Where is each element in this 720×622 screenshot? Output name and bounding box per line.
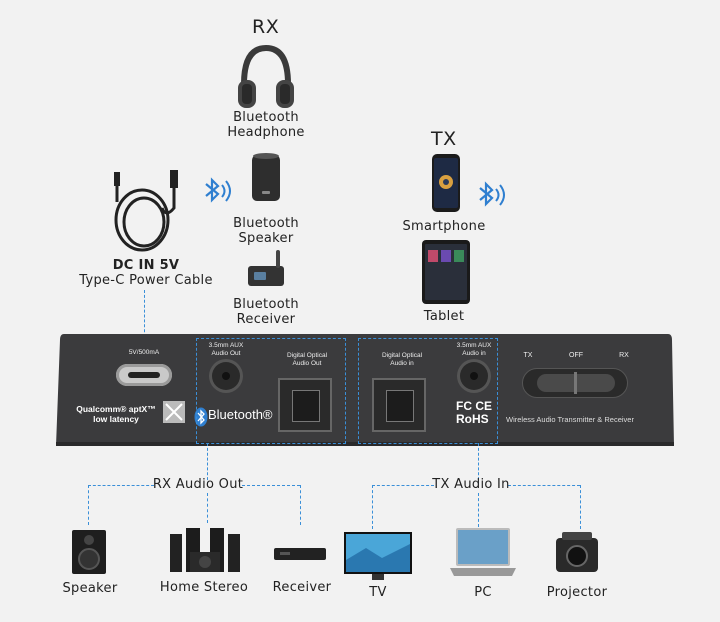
switch-tx-label: TX [523,352,533,359]
rx-port-group [196,338,346,444]
type-c-port [116,364,172,386]
tablet-label: Tablet [423,309,465,324]
pc-icon [450,528,516,576]
output-speaker-label: Speaker [62,581,118,596]
switch-off-label: OFF [569,352,583,359]
projector-icon [556,532,598,572]
bluetooth-receiver-label: Bluetooth Receiver [233,297,299,327]
smartphone-label: Smartphone [402,219,486,234]
usb-cable-icon [114,170,178,252]
optical-out-port [278,378,332,432]
bluetooth-signal-icon [479,181,505,207]
bluetooth-logo-icon [194,407,208,427]
aux-in-jack [460,362,488,390]
tablet-icon [422,240,470,304]
qualcomm-label: Qualcomm® aptX™ low latency [76,404,156,424]
power-subtitle: Type-C Power Cable [79,273,213,288]
smartphone-icon [432,154,460,212]
aux-out-jack [212,362,240,390]
product-name: Wireless Audio Transmitter & Receiver [506,415,634,424]
tx-port-group [358,338,498,444]
bluetooth-speaker-label: Bluetooth Speaker [233,216,299,246]
port-rating: 5V/500mA [128,349,160,356]
speaker-icon [72,530,106,574]
output-home-stereo-label: Home Stereo [159,580,249,595]
input-tv-label: TV [369,585,387,600]
aux-in-label: 3.5mm AUX Audio in [456,342,492,357]
optical-out-label: Digital Optical Audio Out [286,352,328,367]
rx-audio-out-title: RX Audio Out [152,477,244,492]
switch-rx-label: RX [619,352,629,359]
optical-in-port [372,378,426,432]
bluetooth-headphone-label: Bluetooth Headphone [227,110,305,140]
bluetooth-speaker-icon [252,153,280,201]
headphone-icon [238,44,294,108]
tv-icon [344,532,412,580]
home-stereo-icon [170,528,240,572]
output-receiver-label: Receiver [272,580,332,595]
tx-heading: TX [431,128,457,150]
rx-heading: RX [252,16,280,38]
certification-marks: FC CE RoHS [456,399,492,426]
receiver-icon [274,548,326,560]
optical-in-label: Digital Optical Audio in [381,352,423,367]
bluetooth-brand: Bluetooth® [208,407,273,422]
bluetooth-receiver-icon [248,250,284,286]
mode-switch[interactable] [522,368,628,398]
tx-audio-in-title: TX Audio In [432,477,510,492]
aux-out-label: 3.5mm AUX Audio Out [208,342,244,357]
aptx-logo-icon [163,401,185,423]
input-projector-label: Projector [546,585,608,600]
input-pc-label: PC [474,585,492,600]
power-title: DC IN 5V [112,258,180,273]
bluetooth-signal-icon [205,177,231,203]
